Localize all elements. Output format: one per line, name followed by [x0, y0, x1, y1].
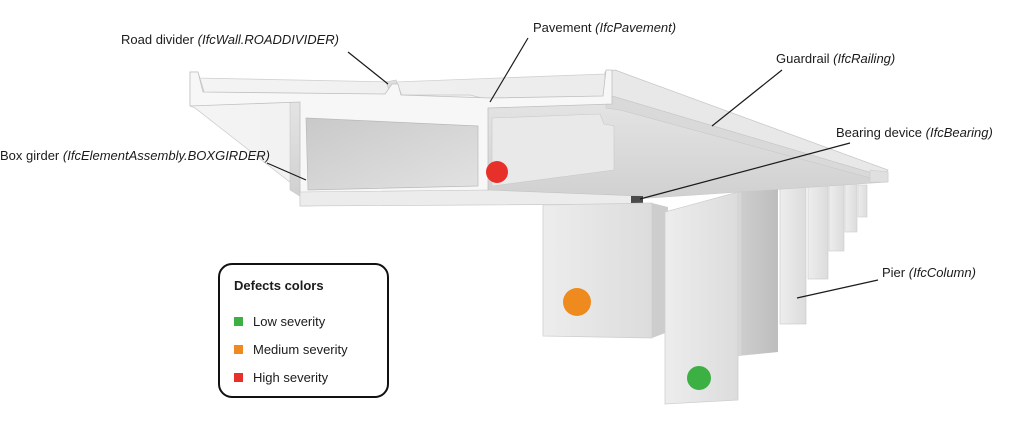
leader-bearing	[639, 142, 851, 200]
legend-title: Defects colors	[234, 278, 324, 293]
label-guardrail-name: Guardrail	[776, 51, 830, 66]
label-bearing-device-ifc: IfcBearing	[926, 125, 993, 140]
label-bearing-device: Bearing device IfcBearing	[836, 125, 993, 141]
label-road-divider-ifc: IfcWall.ROADDIVIDER	[198, 32, 339, 47]
leader-pier	[796, 279, 879, 299]
legend-swatch-high	[234, 372, 243, 382]
label-guardrail-ifc: IfcRailing	[833, 51, 895, 66]
front-pier	[542, 202, 668, 339]
legend-item-high: High severity	[234, 369, 328, 385]
label-pier-ifc: IfcColumn	[909, 265, 976, 280]
defect-marker-high	[486, 161, 508, 183]
legend-label-low: Low severity	[253, 313, 326, 329]
label-box-girder-name: Box girder	[0, 148, 60, 163]
legend-item-low: Low severity	[234, 313, 325, 329]
legend-swatch-medium	[234, 344, 243, 354]
second-pier	[664, 191, 739, 405]
label-pavement-name: Pavement	[533, 20, 592, 35]
legend-label-medium: Medium severity	[253, 341, 348, 357]
leader-lines	[266, 37, 879, 299]
defect-marker-medium	[563, 288, 591, 316]
leader-road-divider	[347, 51, 389, 85]
label-pavement-ifc: IfcPavement	[595, 20, 676, 35]
legend-swatch-low	[234, 316, 243, 326]
label-pavement: Pavement IfcPavement	[533, 20, 676, 36]
defects-legend: Defects colors Low severity Medium sever…	[218, 263, 389, 398]
far-piers	[738, 182, 868, 356]
label-box-girder: Box girder IfcElementAssembly.BOXGIRDER	[0, 148, 270, 164]
label-guardrail: Guardrail IfcRailing	[776, 51, 895, 67]
legend-item-medium: Medium severity	[234, 341, 348, 357]
leader-guardrail	[711, 69, 783, 127]
legend-label-high: High severity	[253, 369, 329, 385]
label-bearing-device-name: Bearing device	[836, 125, 922, 140]
leader-box-girder	[266, 162, 307, 181]
bearing-device	[631, 196, 643, 203]
defect-marker-low	[687, 366, 711, 390]
label-road-divider-name: Road divider	[121, 32, 194, 47]
label-box-girder-ifc: IfcElementAssembly.BOXGIRDER	[63, 148, 270, 163]
label-pier: Pier IfcColumn	[882, 265, 976, 281]
deck	[189, 69, 889, 207]
label-road-divider: Road divider IfcWall.ROADDIVIDER	[121, 32, 339, 48]
leader-pavement	[489, 37, 529, 103]
label-pier-name: Pier	[882, 265, 906, 280]
